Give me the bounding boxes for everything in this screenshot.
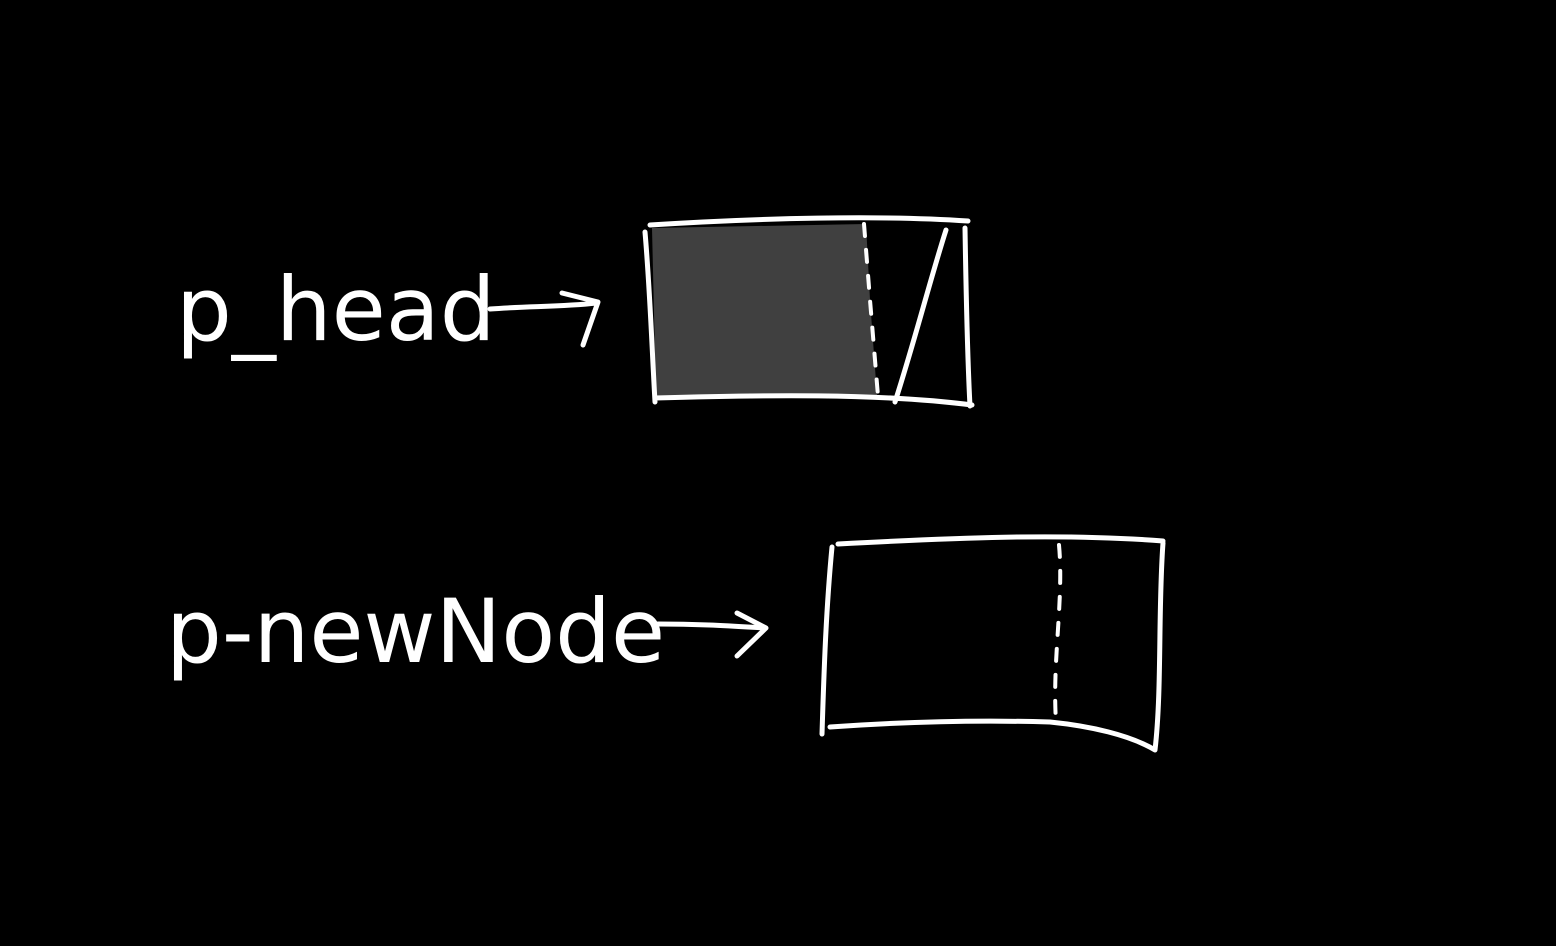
new-node-box (819, 534, 1166, 753)
p-head-label: p_head (176, 258, 496, 361)
head-node (642, 215, 975, 409)
p-head-arrow (487, 290, 601, 348)
head-node-data-fill (652, 224, 877, 397)
head-node-box (642, 215, 975, 409)
new-node (819, 534, 1166, 753)
p-new-node-arrow (655, 610, 769, 659)
null-slash (892, 227, 949, 405)
new-node-divider (1053, 543, 1063, 724)
head-node-divider (862, 222, 880, 398)
p-new-node-label: p-newNode (166, 580, 665, 683)
